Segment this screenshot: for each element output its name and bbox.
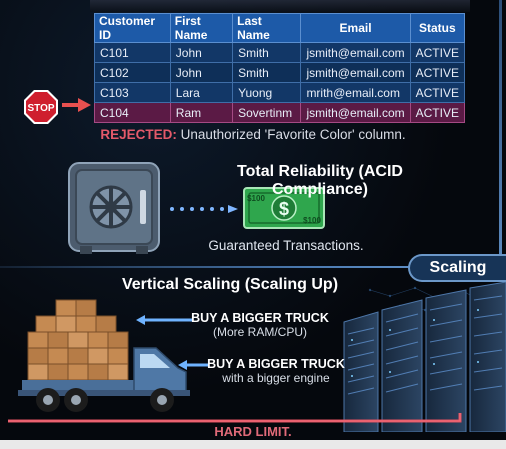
- callout-bigger-truck-ram: BUY A BIGGER TRUCK (More RAM/CPU): [190, 311, 330, 339]
- arrow-left-icon: [136, 315, 192, 325]
- section-divider: [0, 266, 506, 268]
- cell-customer-id: C102: [94, 62, 171, 83]
- dotted-connector: [170, 205, 238, 213]
- callout-bigger-truck-engine: BUY A BIGGER TRUCK with a bigger engine: [206, 357, 346, 385]
- cell-last-name: Smith: [232, 42, 302, 63]
- stop-sign-label: STOP: [27, 103, 54, 114]
- header-email: Email: [300, 13, 411, 43]
- cell-email: jsmith@email.com: [300, 102, 411, 123]
- table-row: C103 Lara Yuong mrith@email.com ACTIVE: [94, 82, 466, 103]
- cell-status: ACTIVE: [409, 102, 466, 123]
- header-first-name: First Name: [169, 13, 234, 43]
- cell-customer-id: C103: [94, 82, 171, 103]
- cell-email: jsmith@email.com: [300, 62, 411, 83]
- header-status: Status: [409, 13, 466, 43]
- hard-limit-line: [8, 413, 462, 423]
- callout-1-title: BUY A BIGGER TRUCK: [191, 311, 329, 325]
- dollar-bill-icon: $ $100 $100: [243, 187, 325, 229]
- callout-2-title: BUY A BIGGER TRUCK: [207, 357, 345, 371]
- cell-status: ACTIVE: [409, 62, 466, 83]
- rejected-tag: REJECTED:: [100, 127, 177, 142]
- cell-customer-id: C101: [94, 42, 171, 63]
- table-row: C101 John Smith jsmith@email.com ACTIVE: [94, 42, 466, 63]
- cell-email: jsmith@email.com: [300, 42, 411, 63]
- bill-symbol: $: [279, 199, 289, 219]
- customers-table: Customer ID First Name Last Name Email S…: [94, 13, 466, 123]
- callout-1-subtitle: (More RAM/CPU): [212, 325, 307, 339]
- table-top-fade: [90, 0, 470, 12]
- header-last-name: Last Name: [232, 13, 302, 43]
- header-customer-id: Customer ID: [94, 13, 171, 43]
- rejected-text: Unauthorized 'Favorite Color' column.: [176, 127, 406, 142]
- scaling-section-tab: Scaling: [408, 254, 506, 282]
- cell-first-name: Ram: [169, 102, 234, 123]
- cell-status: ACTIVE: [409, 82, 466, 103]
- cell-status: ACTIVE: [409, 42, 466, 63]
- cell-first-name: John: [169, 42, 234, 63]
- table-row: C102 John Smith jsmith@email.com ACTIVE: [94, 62, 466, 83]
- acid-subtitle: Guaranteed Transactions.: [208, 238, 364, 253]
- cell-first-name: Lara: [169, 82, 234, 103]
- cell-customer-id: C104: [94, 102, 171, 123]
- bill-value-corner: $100: [303, 216, 321, 225]
- cell-first-name: John: [169, 62, 234, 83]
- callout-2-subtitle: with a bigger engine: [222, 371, 330, 385]
- stop-sign-icon: STOP: [24, 90, 58, 124]
- safe-vault-icon: [68, 162, 160, 254]
- cell-last-name: Sovertinm: [232, 102, 302, 123]
- vertical-scaling-title: Vertical Scaling (Scaling Up): [121, 276, 339, 293]
- bill-value: $100: [247, 194, 265, 203]
- arrow-left-icon: [178, 360, 208, 370]
- arrow-right-icon: [62, 98, 91, 112]
- cell-email: mrith@email.com: [300, 82, 411, 103]
- rejected-message: REJECTED: Unauthorized 'Favorite Color' …: [0, 127, 506, 142]
- rejected-table-row: C104 Ram Sovertinm jsmith@email.com ACTI…: [94, 102, 466, 123]
- truck-with-boxes-illustration: [18, 299, 190, 412]
- server-racks-illustration: [343, 282, 506, 432]
- table-header-row: Customer ID First Name Last Name Email S…: [94, 13, 466, 43]
- cell-last-name: Yuong: [232, 82, 302, 103]
- acid-title: Total Reliability (ACID Compliance): [237, 163, 403, 198]
- cell-last-name: Smith: [232, 62, 302, 83]
- frame-line: [499, 0, 502, 266]
- bottom-edge: [0, 440, 506, 449]
- hard-limit-label: HARD LIMIT.: [214, 424, 292, 439]
